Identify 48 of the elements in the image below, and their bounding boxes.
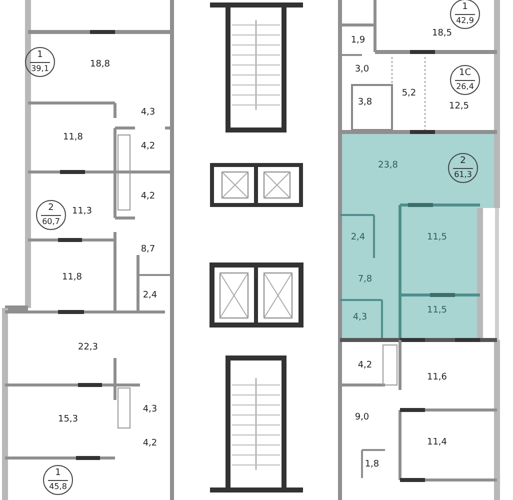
- apartment-number: 1С: [455, 69, 475, 81]
- apartment-area: 42,9: [456, 17, 474, 25]
- room-area: 11,8: [62, 274, 82, 282]
- room-area: 9,0: [354, 414, 370, 422]
- room-area: 4,3: [142, 406, 158, 414]
- room-area: 22,3: [78, 344, 98, 352]
- apartment-area: 26,4: [456, 83, 474, 91]
- room-area: 1,9: [350, 36, 366, 46]
- room-area: 11,3: [72, 208, 92, 216]
- room-area: 3,0: [354, 66, 370, 74]
- room-area: 2,4: [142, 292, 158, 300]
- room-area: 4,2: [358, 362, 372, 370]
- apartment-number: 1: [30, 51, 50, 63]
- room-area: 7,8: [358, 276, 372, 284]
- room-area: 11,4: [426, 438, 448, 448]
- room-area: 4,2: [142, 440, 158, 448]
- apartment-badge: [43, 465, 73, 495]
- apartment-area: 39,1: [31, 65, 49, 73]
- room-area: 11,6: [426, 374, 448, 382]
- apartment-badge: [448, 153, 478, 183]
- apartment-area: 45,8: [49, 483, 67, 491]
- room-area: 11,5: [426, 234, 448, 242]
- apartment-badge: [450, 0, 480, 29]
- room-area: 3,8: [358, 98, 372, 108]
- apartment-badge: [450, 65, 480, 95]
- room-area: 2,4: [350, 234, 366, 242]
- room-area: 4,3: [352, 314, 368, 322]
- room-area: 15,3: [58, 416, 78, 424]
- apartment-number: 2: [41, 204, 61, 216]
- room-area: 1,8: [364, 460, 380, 470]
- room-area: 8,7: [140, 246, 156, 254]
- room-area: 5,2: [402, 90, 416, 98]
- room-area: 23,8: [378, 162, 398, 170]
- apartment-badge: [36, 200, 66, 230]
- room-area: 4,2: [140, 192, 156, 202]
- apartment-number: 1: [455, 3, 475, 15]
- room-area: 11,8: [62, 134, 84, 142]
- apartment-area: 61,3: [454, 171, 472, 179]
- apartment-number: 1: [48, 469, 68, 481]
- room-area: 4,3: [140, 108, 156, 118]
- room-area: 18,8: [90, 60, 110, 70]
- room-area: 18,5: [432, 30, 452, 38]
- room-area: 4,2: [140, 142, 156, 152]
- apartment-number: 2: [453, 157, 473, 169]
- room-area: 11,5: [426, 306, 448, 316]
- room-area: 12,5: [448, 102, 470, 112]
- apartment-area: 60,7: [42, 218, 60, 226]
- apartment-badge: [25, 47, 55, 77]
